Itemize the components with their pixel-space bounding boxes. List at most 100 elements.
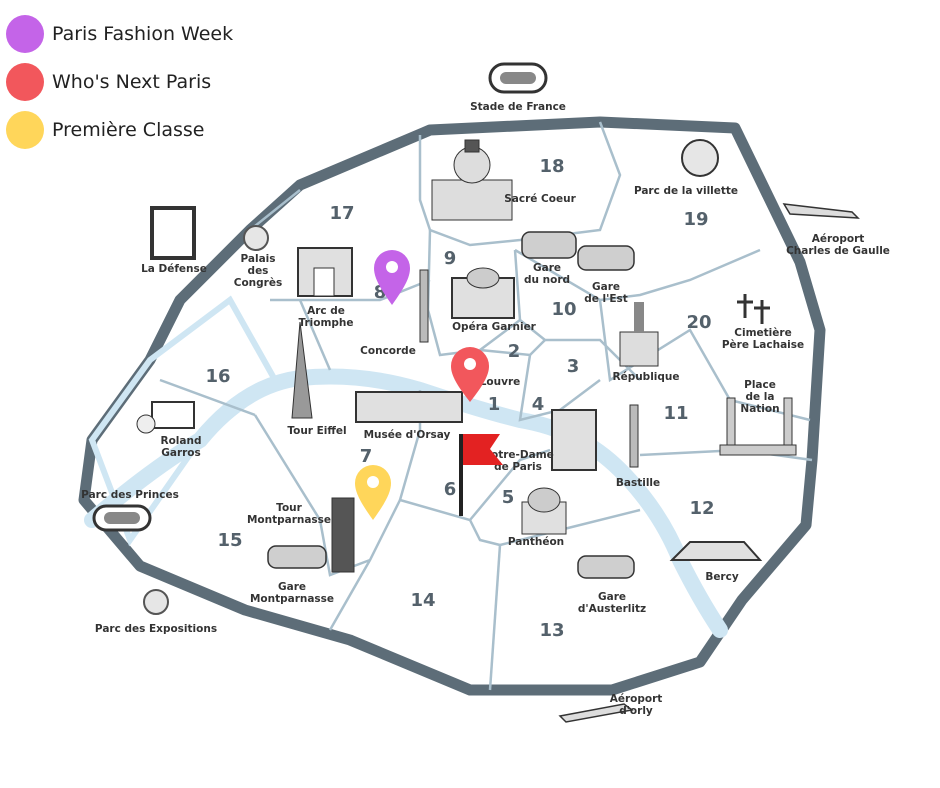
svg-text:d'Austerlitz: d'Austerlitz: [578, 603, 646, 615]
pin-icon-paris-fashion-week[interactable]: [374, 250, 410, 305]
svg-text:Opéra Garnier: Opéra Garnier: [452, 321, 537, 333]
villette-dome-icon: [681, 139, 719, 177]
svg-text:du nord: du nord: [524, 274, 570, 286]
la-defense-icon: [150, 206, 196, 260]
pin-icon-premiere-classe[interactable]: [355, 465, 391, 520]
svg-text:Tour Eiffel: Tour Eiffel: [287, 425, 346, 437]
svg-text:Notre-Dame: Notre-Dame: [482, 449, 554, 461]
legend: Paris Fashion Week Who's Next Paris Prem…: [6, 12, 233, 156]
opera-icon: [451, 267, 515, 319]
svg-text:de Paris: de Paris: [494, 461, 542, 473]
district-lines: [159, 121, 813, 691]
svg-text:Gare: Gare: [598, 591, 626, 603]
svg-text:Charles de Gaulle: Charles de Gaulle: [786, 245, 890, 257]
svg-text:6: 6: [444, 479, 457, 500]
legend-label: Paris Fashion Week: [52, 23, 234, 45]
svg-text:4: 4: [532, 394, 545, 415]
republique-icon: [619, 302, 659, 367]
svg-text:Montparnasse: Montparnasse: [250, 593, 334, 605]
eiffel-tower-icon: [291, 321, 313, 419]
train-icon: [267, 231, 635, 579]
svg-text:Roland: Roland: [161, 435, 202, 447]
svg-text:Triomphe: Triomphe: [298, 317, 353, 329]
svg-text:Nation: Nation: [740, 403, 779, 415]
legend-item-premiere-classe: Première Classe: [6, 108, 233, 152]
pantheon-icon: [521, 487, 567, 535]
svg-text:Gare: Gare: [592, 281, 620, 293]
parc-princes-icon: [92, 504, 152, 532]
concorde-obelisk-icon: [419, 269, 429, 343]
svg-text:Gare: Gare: [533, 262, 561, 274]
svg-text:Montparnasse: Montparnasse: [247, 514, 331, 526]
arrondissement-numbers: 1 2 3 4 5 6 7 8 9 10 11 12 13 14 15 16 1…: [205, 156, 714, 641]
svg-text:Louvre: Louvre: [480, 376, 521, 388]
svg-text:de la: de la: [746, 391, 775, 403]
legend-item-paris-fashion-week: Paris Fashion Week: [6, 12, 233, 56]
svg-text:Aéroport: Aéroport: [610, 693, 663, 705]
svg-text:Congrès: Congrès: [234, 277, 282, 289]
svg-text:9: 9: [444, 248, 457, 269]
svg-text:Gare: Gare: [278, 581, 306, 593]
flag-icon: [459, 434, 503, 516]
svg-text:République: République: [612, 371, 679, 383]
svg-text:13: 13: [539, 620, 564, 641]
parc-expositions-icon: [143, 589, 169, 615]
svg-text:Cimetière: Cimetière: [734, 327, 791, 339]
svg-text:d'orly: d'orly: [619, 705, 653, 717]
svg-text:Garros: Garros: [161, 447, 201, 459]
svg-text:Bastille: Bastille: [616, 477, 660, 489]
svg-text:de l'Est: de l'Est: [584, 293, 628, 305]
svg-text:Concorde: Concorde: [360, 345, 416, 357]
svg-text:10: 10: [551, 299, 576, 320]
svg-text:15: 15: [217, 530, 242, 551]
legend-dot: [6, 63, 44, 101]
svg-text:Bercy: Bercy: [705, 571, 739, 583]
svg-text:5: 5: [502, 487, 515, 508]
svg-text:Père Lachaise: Père Lachaise: [722, 339, 804, 351]
svg-text:Musée d'Orsay: Musée d'Orsay: [364, 429, 451, 441]
legend-label: Who's Next Paris: [52, 71, 212, 93]
svg-text:11: 11: [663, 403, 688, 424]
monument-icon: [431, 139, 513, 221]
svg-text:Stade de France: Stade de France: [470, 101, 566, 113]
arc-triomphe-icon: [297, 247, 353, 297]
svg-text:1: 1: [488, 394, 501, 415]
svg-text:Place: Place: [744, 379, 776, 391]
svg-text:14: 14: [410, 590, 435, 611]
notre-dame-icon: [551, 409, 597, 471]
svg-text:17: 17: [329, 203, 354, 224]
svg-text:des: des: [248, 265, 269, 277]
svg-text:7: 7: [360, 446, 373, 467]
musee-orsay-icon: [355, 391, 463, 423]
svg-text:16: 16: [205, 366, 230, 387]
svg-text:La Défense: La Défense: [141, 263, 207, 275]
bois-de-boulogne: [88, 295, 279, 547]
palais-congres-icon: [243, 225, 269, 251]
tour-montparnasse-icon: [331, 497, 355, 573]
svg-text:20: 20: [686, 312, 711, 333]
bercy-icon: [669, 541, 763, 561]
svg-text:12: 12: [689, 498, 714, 519]
cemetery-cross-icon: [737, 294, 770, 324]
svg-text:18: 18: [539, 156, 564, 177]
legend-label: Première Classe: [52, 119, 205, 141]
svg-text:19: 19: [683, 209, 708, 230]
legend-dot: [6, 111, 44, 149]
nation-columns-icon: [719, 397, 797, 456]
airplane-icon: [558, 203, 860, 723]
svg-text:Tour: Tour: [276, 502, 302, 514]
bastille-column-icon: [629, 404, 639, 468]
pin-icon-whos-next-paris[interactable]: [451, 347, 489, 402]
svg-text:Arc de: Arc de: [307, 305, 345, 317]
svg-text:Parc des Princes: Parc des Princes: [81, 489, 179, 501]
svg-text:Palais: Palais: [240, 253, 275, 265]
legend-item-whos-next-paris: Who's Next Paris: [6, 60, 233, 104]
svg-text:Panthéon: Panthéon: [508, 536, 564, 548]
svg-text:Sacré Coeur: Sacré Coeur: [504, 193, 576, 205]
svg-text:Aéroport: Aéroport: [812, 233, 865, 245]
legend-dot: [6, 15, 44, 53]
svg-text:3: 3: [567, 356, 580, 377]
roland-garros-icon: [136, 401, 195, 434]
landmark-labels: Stade de France Sacré Coeur Parc de la v…: [81, 101, 890, 717]
